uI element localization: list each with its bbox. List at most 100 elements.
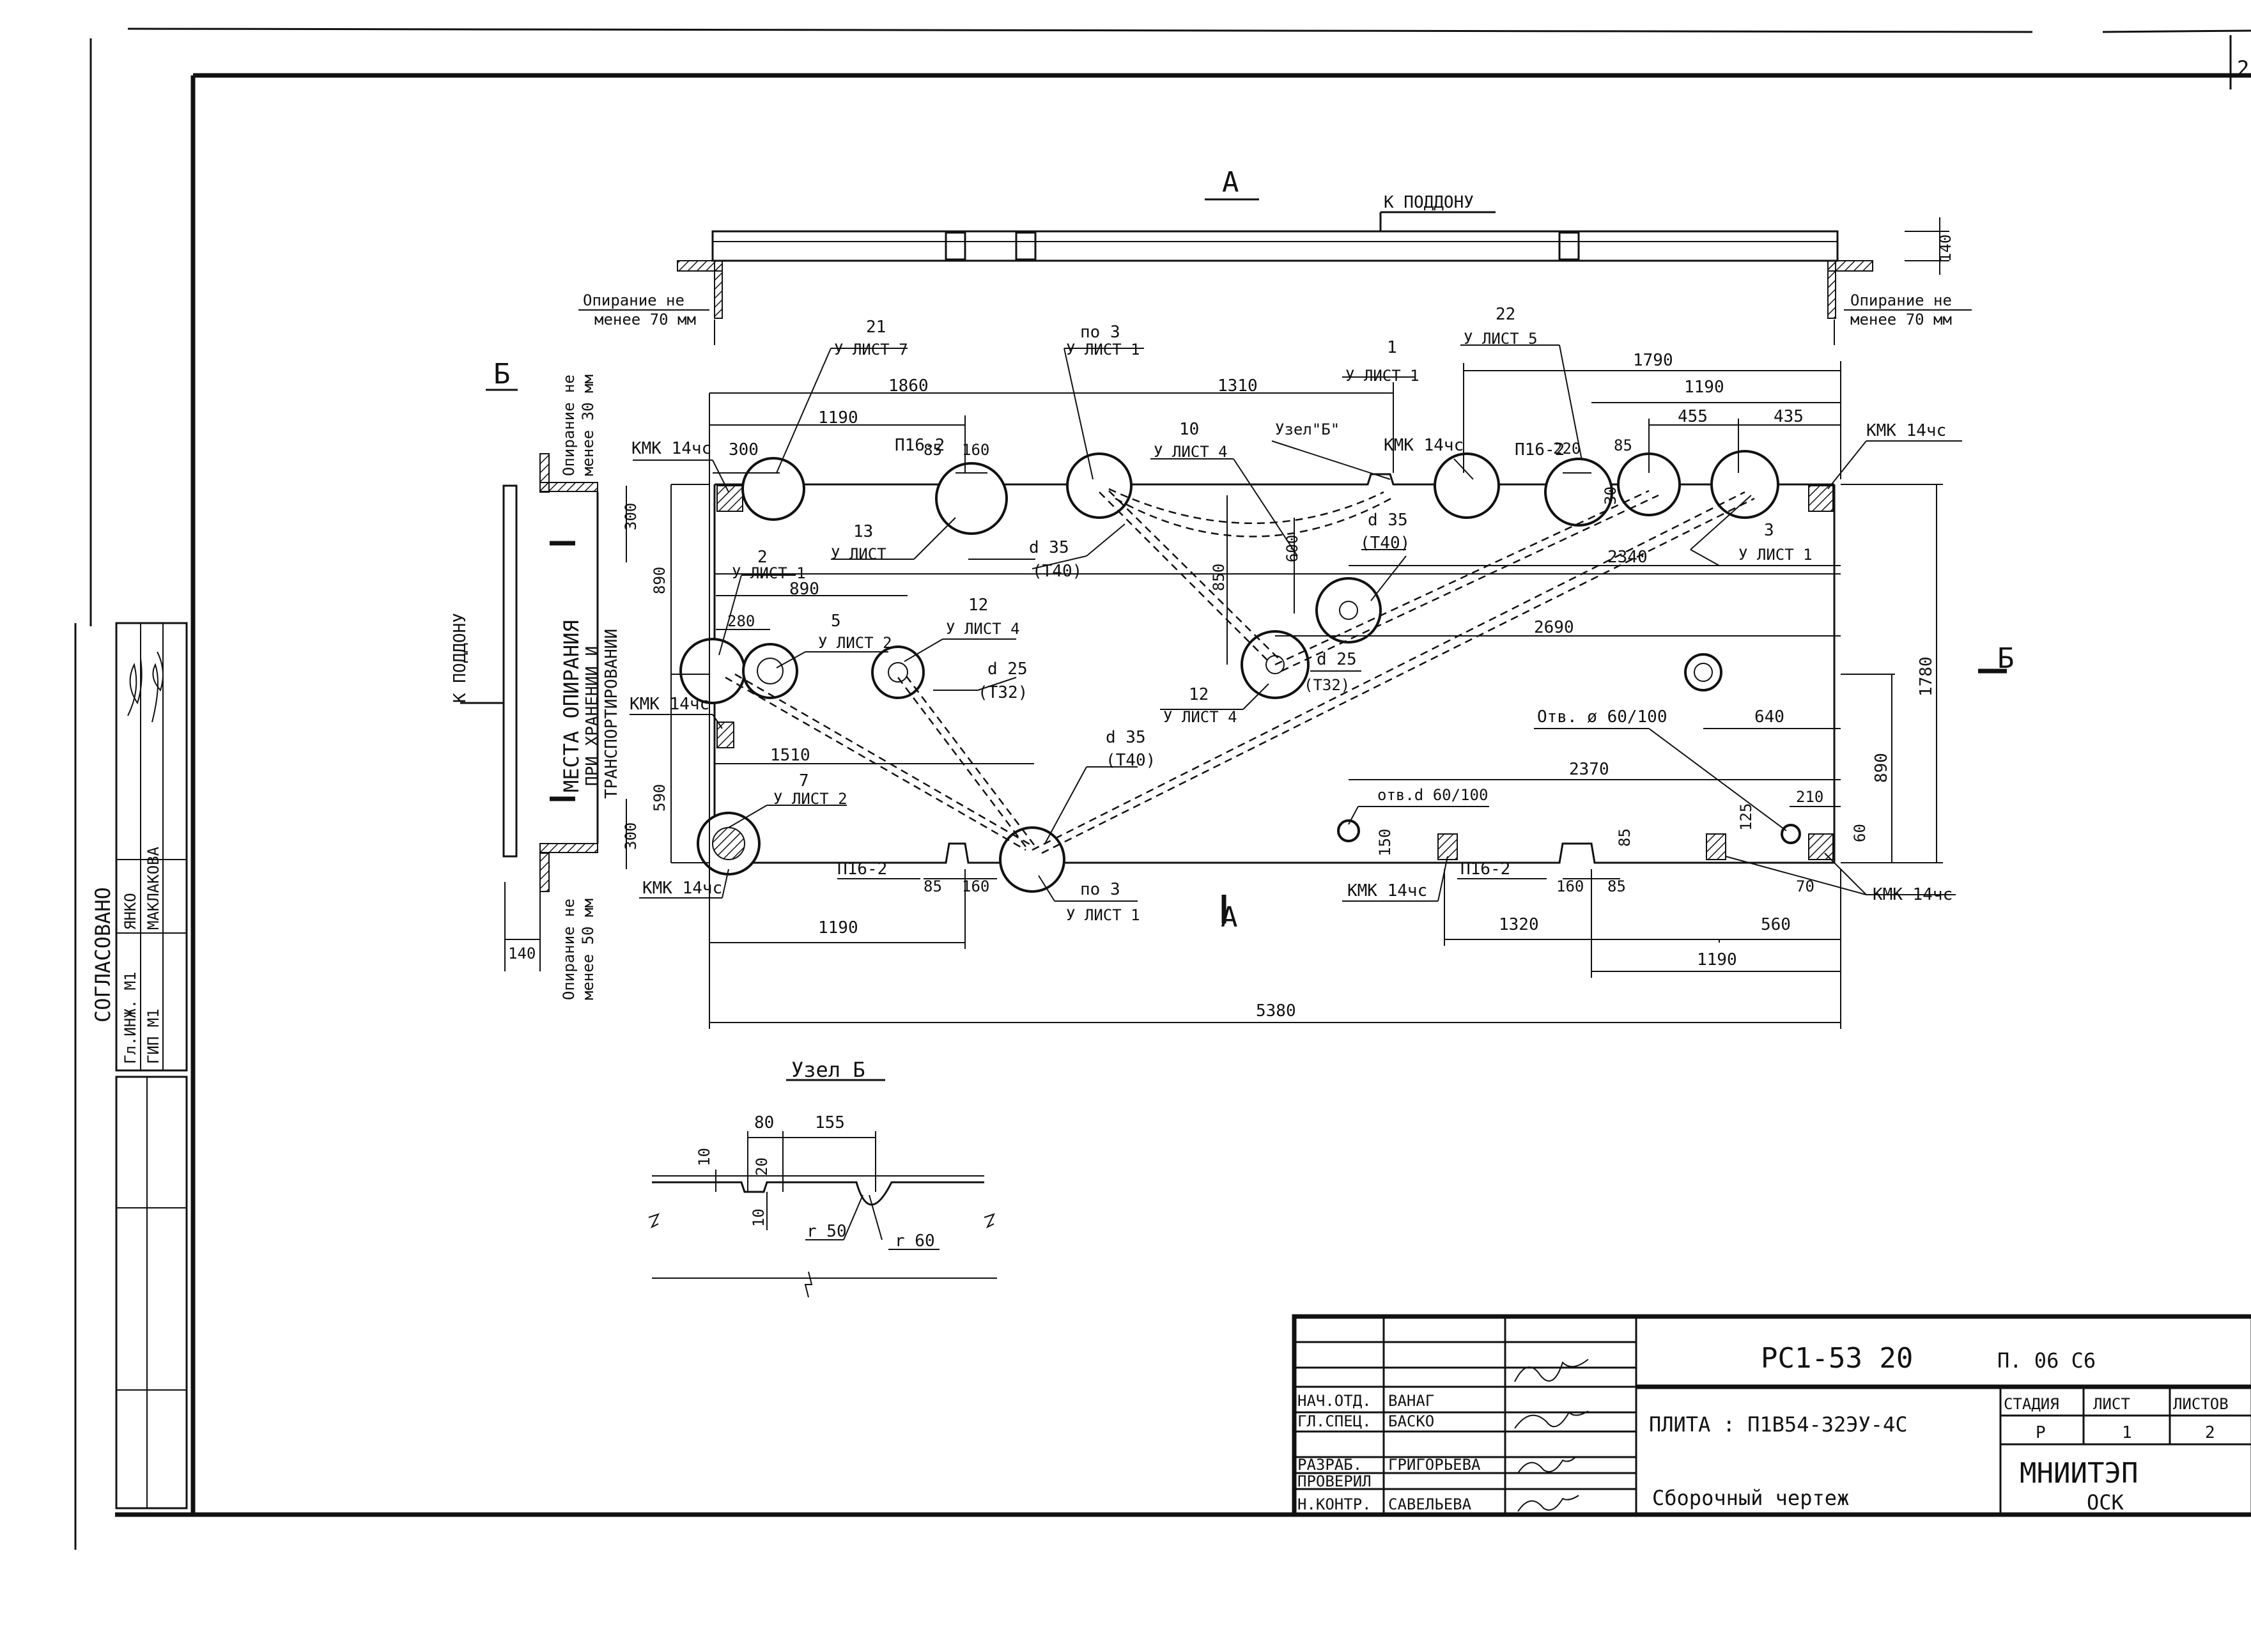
d35a-grade: (Т40): [1032, 562, 1082, 581]
pos1-sheet: У ЛИСТ 1: [1345, 367, 1419, 385]
staff-name-1: ВАНАГ: [1388, 1392, 1434, 1410]
pos3b-sheet: У ЛИСТ 1: [1738, 546, 1813, 564]
approval-title: СОГЛАСОВАНО: [91, 887, 115, 1023]
pos3b-num: 3: [1764, 521, 1774, 540]
pos3c-sheet: У ЛИСТ 1: [1066, 906, 1140, 924]
dim-2340: 2340: [1607, 548, 1648, 567]
pos10-num: 10: [1179, 420, 1199, 439]
staff-role-3: РАЗРАБ.: [1297, 1456, 1362, 1474]
stage-header: СТАДИЯ: [2004, 1395, 2059, 1413]
node-b-dim-10a: 10: [695, 1148, 713, 1166]
dim-1780: 1780: [1917, 656, 1936, 697]
dim-1310: 1310: [1218, 376, 1258, 396]
dim-5380: 5380: [1256, 1001, 1296, 1021]
dim-300-plan: 300: [729, 440, 759, 459]
approval-role-2: ГИП М1: [144, 1008, 162, 1064]
d35c-grade: (Т40): [1106, 751, 1156, 770]
node-b-dim-10b: 10: [750, 1208, 768, 1227]
dim-300-side-top: 300: [622, 503, 640, 530]
slab-plan: [679, 450, 1836, 893]
dim-280: 280: [727, 612, 755, 630]
dim-890-mid: 890: [789, 580, 819, 599]
support-side-bottom-2: менее 50 мм: [579, 899, 597, 1000]
dim-160-bottom-right: 160: [1556, 877, 1584, 895]
sheets-header: ЛИСТОВ: [2173, 1395, 2229, 1413]
dim-1190-bottom-left: 1190: [818, 918, 858, 938]
title-block: [1292, 1314, 2251, 1517]
kmk-label-bottom-left: КМК 14чс: [642, 879, 722, 898]
node-b-dim-80: 80: [754, 1113, 774, 1132]
dim-1320: 1320: [1499, 915, 1539, 934]
node-b-r60: r 60: [895, 1231, 935, 1251]
dim-435: 435: [1774, 407, 1804, 426]
pos12a-sheet: У ЛИСТ 4: [946, 620, 1020, 638]
dim-1190-top-left: 1190: [818, 408, 858, 428]
node-b-r50: r 50: [807, 1222, 847, 1241]
dim-85-bottom: 85: [924, 877, 942, 895]
pos5-num: 5: [831, 612, 841, 631]
dim-560: 560: [1761, 915, 1791, 934]
pos21-sheet: У ЛИСТ 7: [834, 341, 908, 359]
pos5-sheet: У ЛИСТ 2: [818, 634, 892, 652]
staff-name-5: САВЕЛЬЕВА: [1388, 1495, 1472, 1513]
pos2-sheet: У ЛИСТ 1: [732, 564, 806, 582]
product-name: ПЛИТА : П1В54-32ЭУ-4С: [1649, 1412, 1908, 1437]
dim-70: 70: [1796, 877, 1814, 895]
dim-890-right: 890: [1872, 753, 1891, 783]
dim-2370: 2370: [1569, 760, 1609, 779]
sheet-frame: [74, 27, 2251, 1550]
d35c-size: d 35: [1106, 728, 1146, 747]
department: ОСК: [2087, 1490, 2124, 1515]
support-top-right-1: Опирание не: [1850, 291, 1952, 309]
pos21-num: 21: [866, 318, 886, 337]
staff-role-5: Н.КОНТР.: [1297, 1495, 1372, 1513]
pos22-sheet: У ЛИСТ 5: [1464, 330, 1538, 348]
view-b-label: Б: [493, 358, 511, 390]
dim-150: 150: [1376, 829, 1394, 856]
dim-1790: 1790: [1633, 351, 1673, 370]
pos12a-num: 12: [968, 596, 988, 615]
hole-small-label: отв.d 60/100: [1377, 786, 1488, 804]
kmk-label-bottom-right: КМК 14чс: [1873, 885, 1953, 904]
dim-140-side: 140: [508, 945, 536, 962]
node-b-detail: [648, 1079, 997, 1298]
pos3a-num: по 3: [1080, 323, 1120, 342]
pos12b-num: 12: [1189, 685, 1209, 704]
dim-160-bottom: 160: [962, 877, 989, 895]
dim-890-left: 890: [651, 567, 669, 594]
plan-dimension-lines: [670, 361, 1943, 1029]
dim-1190-bottom-right: 1190: [1697, 950, 1737, 969]
dim-85-right: 85: [1616, 828, 1634, 847]
staff-role-1: НАЧ.ОТД.: [1297, 1392, 1372, 1410]
pos13-num: 13: [853, 522, 873, 541]
storage-note-1: МЕСТА ОПИРАНИЯ: [559, 620, 584, 792]
organization: МНИИТЭП: [2020, 1457, 2138, 1490]
staff-name-3: ГРИГОРЬЕВА: [1388, 1456, 1481, 1474]
storage-note-2: ПРИ ХРАНЕНИИ И: [583, 646, 602, 786]
pos10-sheet: У ЛИСТ 4: [1154, 443, 1228, 461]
p16-label-top-left: П16-2: [895, 436, 945, 455]
d25a-grade: (Т32): [978, 683, 1028, 702]
storage-note-3: ТРАНСПОРТИРОВАНИИ: [602, 629, 621, 799]
p16-label-bottom-right: П16-2: [1460, 860, 1510, 879]
d35a-size: d 35: [1029, 538, 1069, 557]
sheets-value: 2: [2205, 1423, 2215, 1442]
support-top-left-2: менее 70 мм: [594, 311, 696, 328]
dim-2690: 2690: [1534, 618, 1574, 637]
side-view-b: [460, 389, 627, 971]
dim-30: 30: [1602, 486, 1620, 505]
p16-label-top-right: П16-2: [1515, 440, 1565, 459]
d35b-size: d 35: [1368, 511, 1408, 530]
dim-455: 455: [1678, 407, 1708, 426]
pos22-num: 22: [1496, 305, 1515, 324]
dim-1190-top-right: 1190: [1684, 378, 1724, 397]
dim-850: 850: [1210, 564, 1228, 591]
support-side-top-2: менее 30 мм: [579, 374, 597, 476]
kmk-label-mid-left: КМК 14чс: [630, 695, 709, 714]
dim-60: 60: [1851, 824, 1869, 842]
node-b-title: Узел Б: [791, 1058, 865, 1082]
pos7-num: 7: [799, 771, 809, 791]
d35b-grade: (Т40): [1360, 534, 1410, 553]
to-pallet-side: К ПОДДОНУ: [451, 613, 470, 703]
